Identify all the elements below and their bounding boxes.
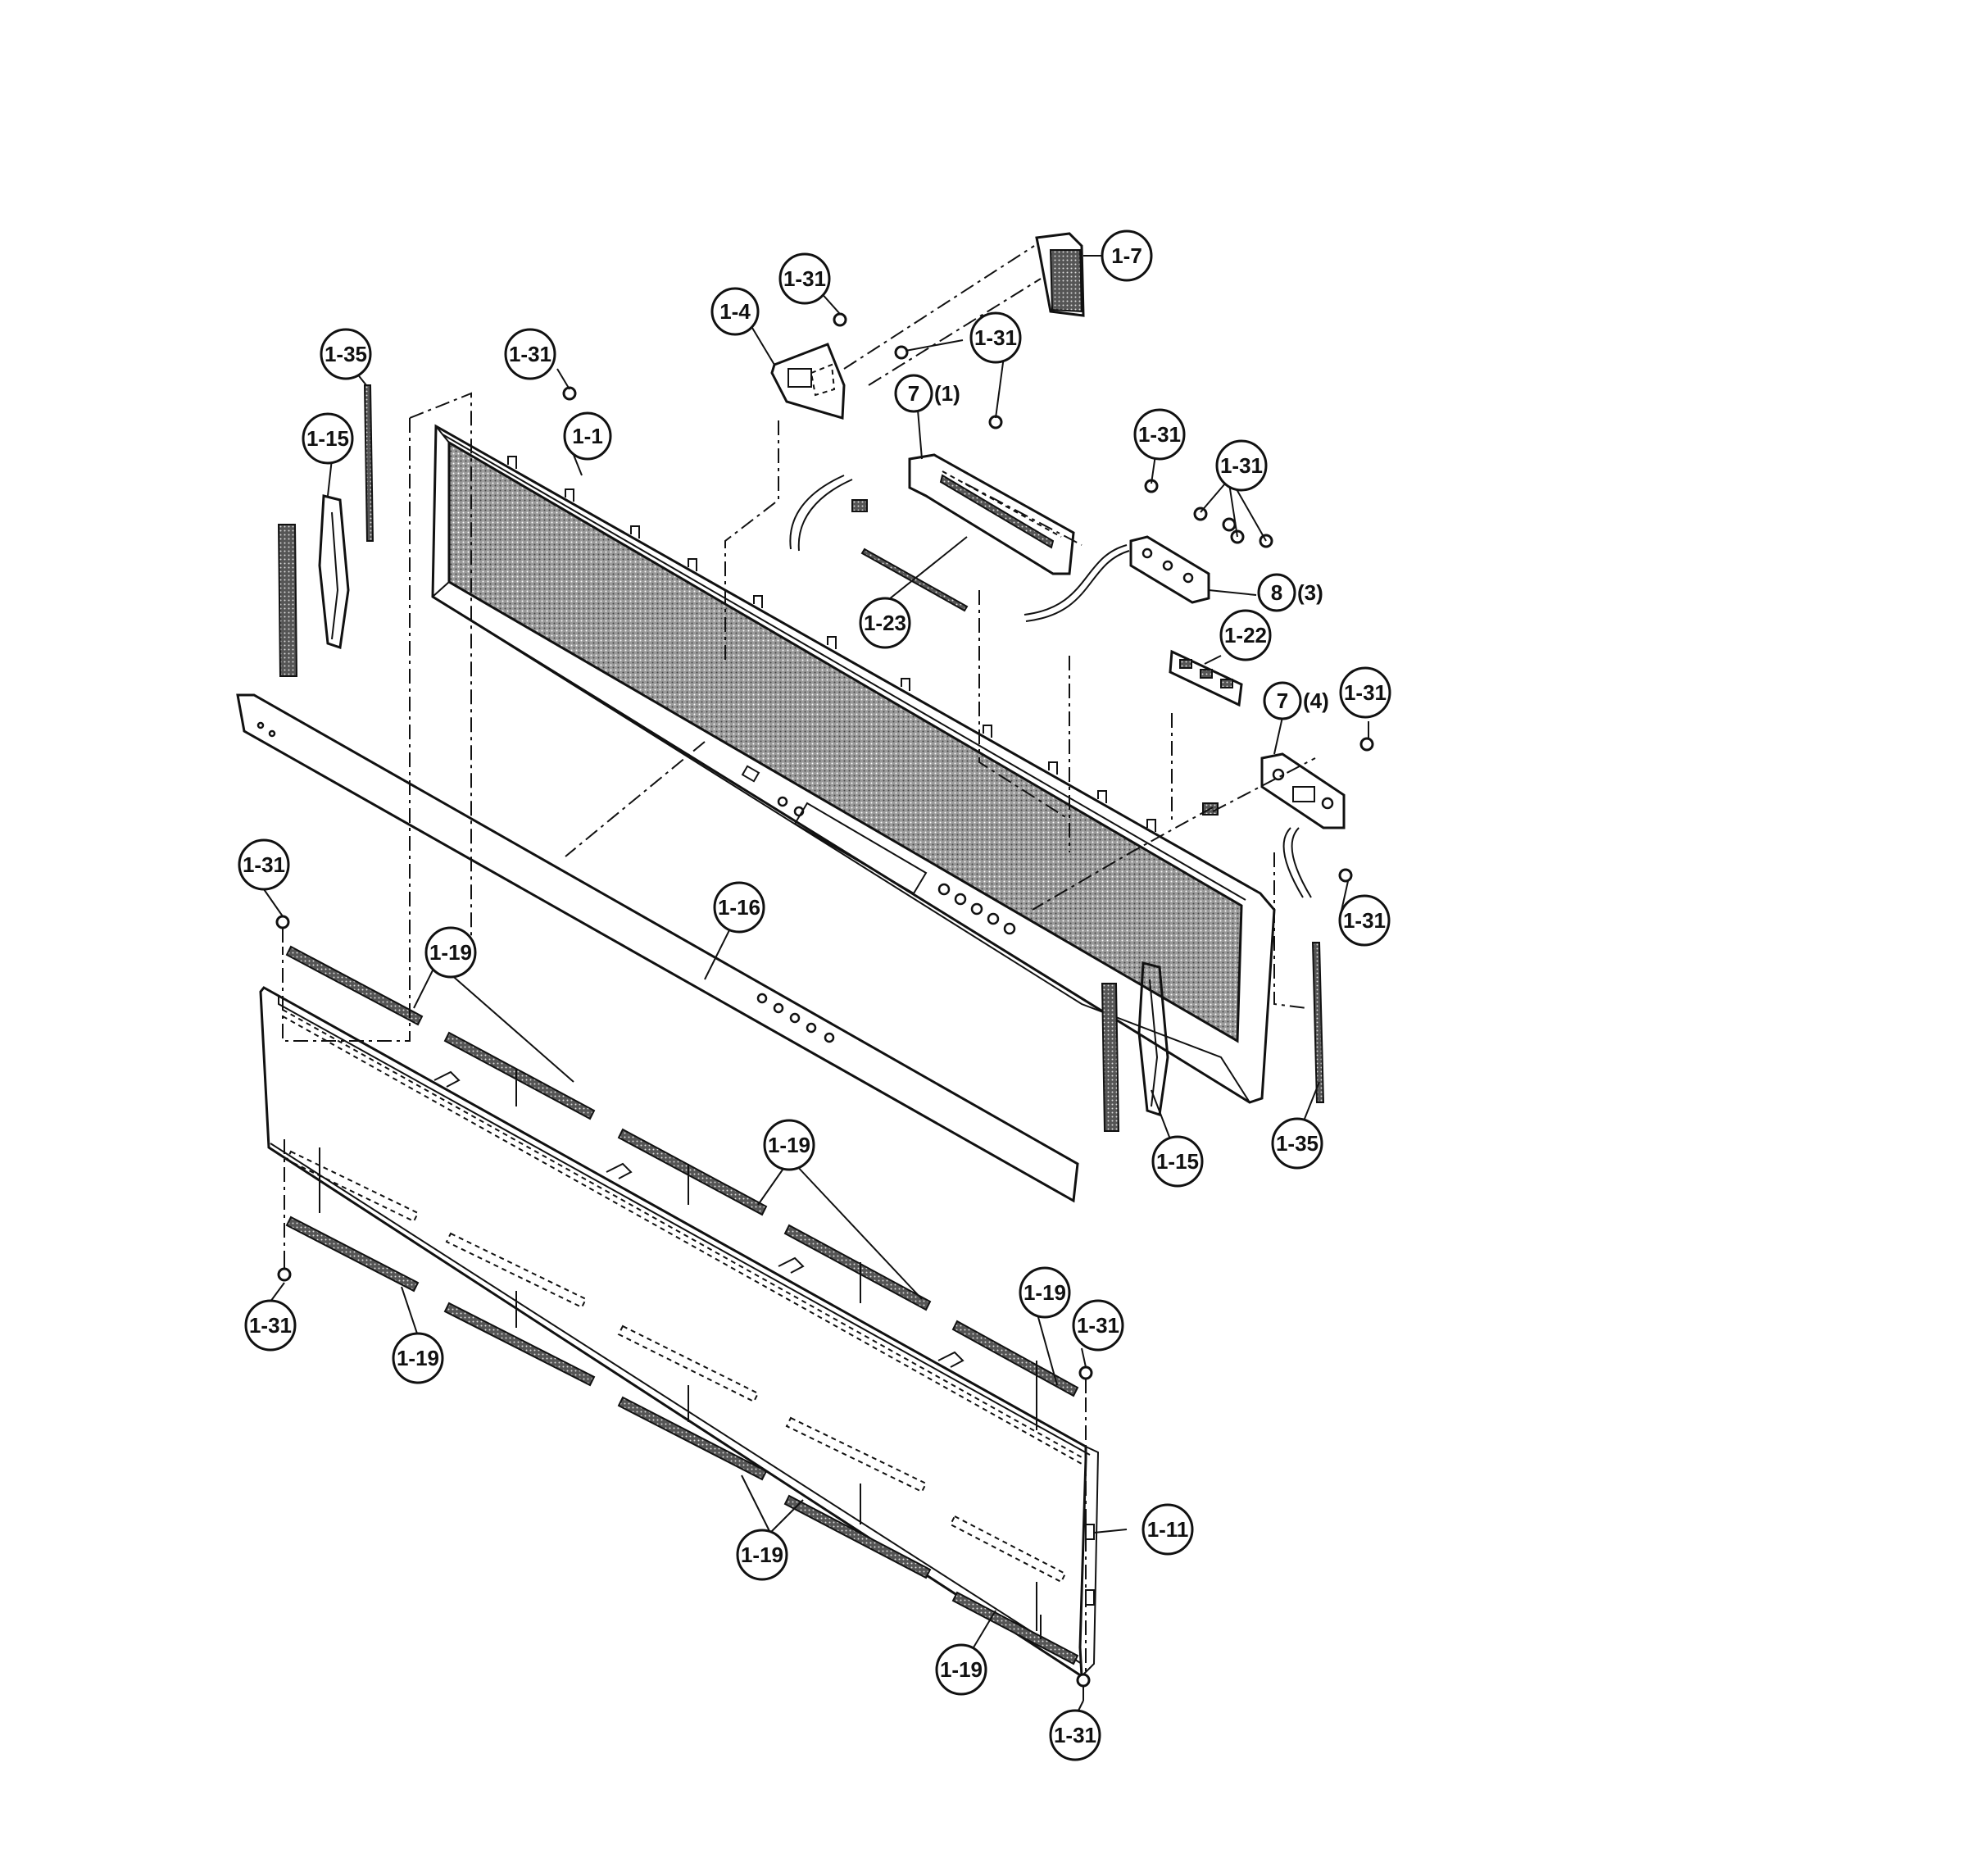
- callout-1-11: 1-11: [1142, 1503, 1194, 1556]
- callout-1-19: 1-19: [1019, 1266, 1071, 1319]
- callout-1-19: 1-19: [392, 1332, 444, 1384]
- callout-1-19: 1-19: [736, 1529, 788, 1581]
- callout-1-35: 1-35: [1271, 1117, 1323, 1170]
- callout-1-23: 1-23: [859, 597, 911, 649]
- svg-text:1-31: 1-31: [509, 342, 551, 366]
- callout-7-1: 7 (1): [894, 374, 960, 413]
- callout-1-22: 1-22: [1219, 609, 1272, 661]
- callout-1-31: 1-31: [238, 838, 290, 891]
- top-small-parts: [770, 232, 1346, 898]
- callout-1-19: 1-19: [424, 926, 477, 979]
- callout-1-31: 1-31: [1215, 439, 1268, 492]
- svg-text:1-7: 1-7: [1111, 243, 1142, 268]
- svg-text:1-19: 1-19: [397, 1346, 439, 1370]
- svg-text:1-31: 1-31: [1077, 1313, 1119, 1338]
- svg-text:1-15: 1-15: [1156, 1149, 1199, 1174]
- callout-1-31: 1-31: [778, 252, 831, 305]
- svg-text:1-31: 1-31: [974, 325, 1017, 350]
- svg-text:1-31: 1-31: [783, 266, 826, 291]
- callout-1-31: 1-31: [504, 328, 556, 380]
- assembly-lines: [282, 245, 1316, 1676]
- callout-7-4: 7 (4): [1263, 681, 1329, 720]
- felt-strips: [285, 945, 1079, 1665]
- svg-text:7: 7: [908, 381, 919, 406]
- callout-1-4: 1-4: [710, 287, 760, 336]
- callout-1-15: 1-15: [1151, 1135, 1204, 1188]
- callout-1-31: 1-31: [1339, 666, 1391, 719]
- callout-1-31: 1-31: [1072, 1299, 1124, 1352]
- svg-text:1-16: 1-16: [718, 895, 760, 920]
- trim-strip: [236, 693, 1079, 1203]
- callout-8-3: 8 (3): [1257, 573, 1323, 612]
- callout-1-31: 1-31: [969, 311, 1022, 364]
- callout-1-31: 1-31: [1049, 1709, 1101, 1761]
- callout-1-31: 1-31: [1133, 408, 1186, 461]
- svg-text:1-31: 1-31: [249, 1313, 292, 1338]
- svg-text:1-35: 1-35: [1276, 1131, 1319, 1156]
- svg-text:1-31: 1-31: [1220, 453, 1263, 478]
- speaker-grille-frame: [431, 424, 1276, 1104]
- svg-text:1-19: 1-19: [768, 1133, 810, 1157]
- svg-text:1-19: 1-19: [741, 1543, 783, 1567]
- svg-text:(1): (1): [934, 381, 960, 406]
- callouts: 1-7 1-31 1-4 1-31 1-35 1-31 7 (1) 1-31 1-…: [238, 229, 1391, 1761]
- svg-text:1-4: 1-4: [719, 299, 751, 324]
- callout-1-1: 1-1: [563, 411, 612, 461]
- svg-text:1-19: 1-19: [1024, 1280, 1066, 1305]
- svg-text:(3): (3): [1297, 580, 1323, 605]
- svg-text:1-35: 1-35: [325, 342, 367, 366]
- callout-1-15: 1-15: [302, 412, 354, 465]
- svg-text:8: 8: [1271, 580, 1282, 605]
- callout-1-31: 1-31: [1338, 894, 1391, 947]
- svg-text:1-22: 1-22: [1224, 623, 1267, 647]
- svg-text:1-15: 1-15: [306, 426, 349, 451]
- callout-1-35: 1-35: [320, 328, 372, 380]
- svg-text:1-31: 1-31: [1343, 908, 1386, 933]
- svg-text:1-19: 1-19: [940, 1657, 983, 1682]
- svg-text:7: 7: [1277, 688, 1288, 713]
- callout-1-31: 1-31: [244, 1299, 297, 1352]
- svg-text:1-31: 1-31: [243, 852, 285, 877]
- callout-1-7: 1-7: [1101, 229, 1153, 282]
- svg-text:1-31: 1-31: [1344, 680, 1387, 705]
- callout-1-19: 1-19: [935, 1643, 987, 1696]
- svg-text:1-1: 1-1: [572, 424, 603, 448]
- svg-text:1-11: 1-11: [1147, 1517, 1189, 1542]
- svg-text:1-31: 1-31: [1054, 1723, 1096, 1747]
- svg-text:1-23: 1-23: [864, 611, 906, 635]
- front-panel: [259, 986, 1100, 1679]
- callout-1-16: 1-16: [713, 881, 765, 934]
- callout-1-19: 1-19: [763, 1119, 815, 1171]
- svg-text:(4): (4): [1303, 688, 1329, 713]
- side-brackets: [277, 384, 1325, 1132]
- svg-text:1-31: 1-31: [1138, 422, 1181, 447]
- svg-text:1-19: 1-19: [429, 940, 472, 965]
- screws: [275, 312, 1374, 1701]
